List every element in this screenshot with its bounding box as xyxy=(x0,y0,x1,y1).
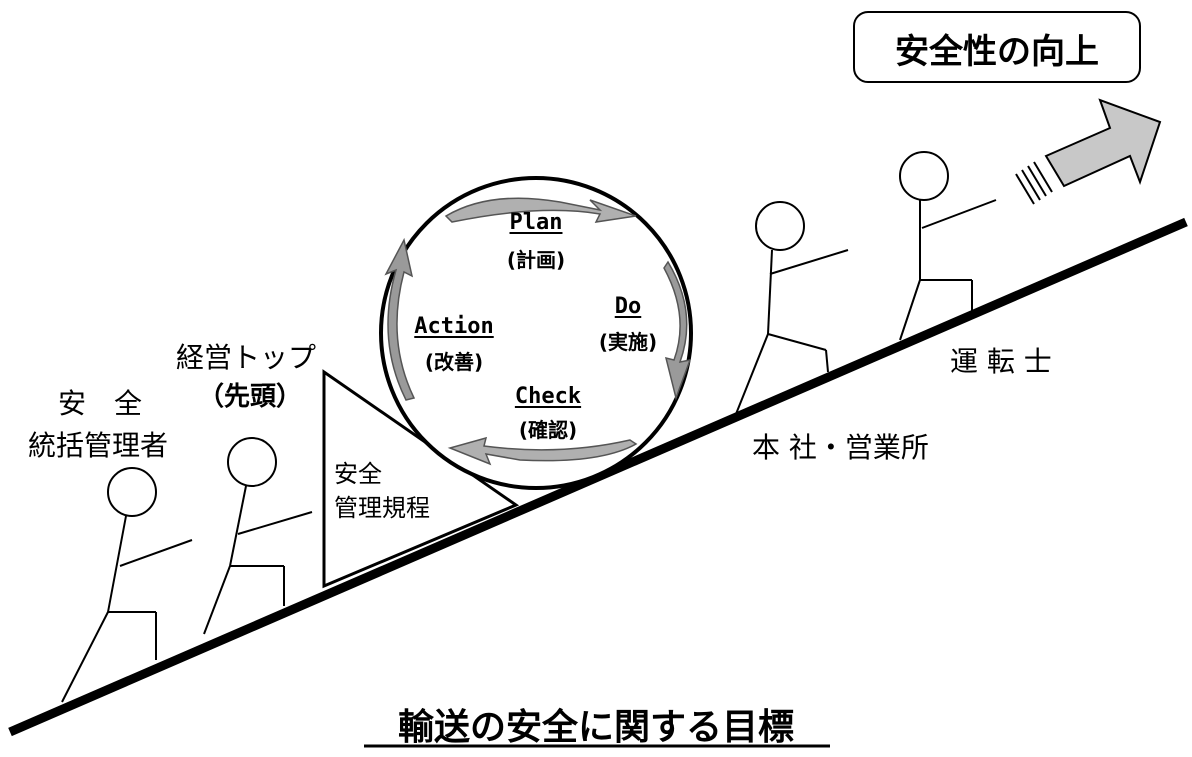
safety-rules-label-line1: 安全 xyxy=(334,460,382,488)
arrow-action-to-plan xyxy=(384,237,416,401)
check-jp-label: (確認) xyxy=(518,418,578,442)
top-management-label-line2: （先頭） xyxy=(198,382,303,412)
safety-manager-label-line1: 安 全 xyxy=(57,387,142,420)
footer-title: 輸送の安全に関する目標 xyxy=(397,707,794,748)
action-label: Action xyxy=(414,314,494,339)
safety-manager-label-line2: 統括管理者 xyxy=(27,429,168,462)
action-jp-label: (改善) xyxy=(424,350,484,374)
goal-text: 安全性の向上 xyxy=(895,32,1099,72)
do-jp-label: (実施) xyxy=(598,330,658,354)
goal-box xyxy=(853,11,1141,83)
arrow-check-to-action xyxy=(447,436,638,466)
plan-jp-label: (計画) xyxy=(506,248,566,272)
arrow-do-to-check xyxy=(663,260,692,401)
safety-rules-label-line2: 管理規程 xyxy=(334,494,430,522)
figure-head-office xyxy=(735,201,849,415)
head-office-label: 本 社・営業所 xyxy=(752,431,929,464)
check-label: Check xyxy=(514,384,582,409)
figure-top-management xyxy=(203,437,313,635)
figure-driver xyxy=(899,151,997,341)
pdca-wheel xyxy=(379,176,693,490)
drivers-label: 運 転 士 xyxy=(950,345,1052,378)
arrow-plan-to-do xyxy=(444,197,637,223)
cycle-arrows xyxy=(384,197,692,466)
do-label: Do xyxy=(614,294,642,319)
improvement-arrow xyxy=(1015,98,1162,205)
figure-safety-manager xyxy=(61,467,193,703)
top-management-label-line1: 経営トップ xyxy=(176,341,317,374)
plan-label: Plan xyxy=(509,210,563,235)
